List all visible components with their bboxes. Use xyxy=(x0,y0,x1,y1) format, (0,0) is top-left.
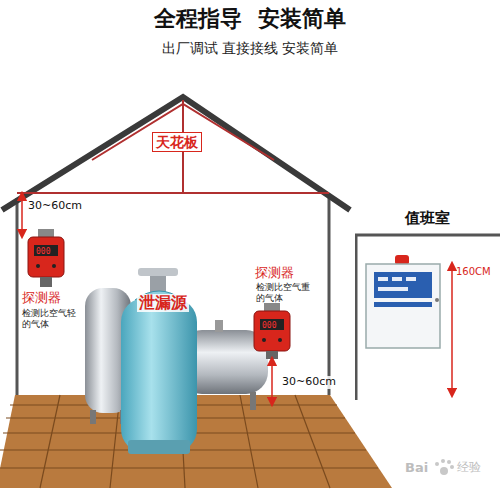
svg-text:000: 000 xyxy=(262,321,277,330)
room-heading: 值班室 xyxy=(355,210,500,227)
watermark: 经验 xyxy=(457,461,481,475)
subtitle: 出厂调试 直接接线 安装简单 xyxy=(0,40,500,56)
dimension-label: 30~60cm xyxy=(28,200,82,213)
detector-note: 检测比空气轻的气体 xyxy=(22,308,78,331)
watermark-logo xyxy=(435,459,454,475)
room-outline xyxy=(355,210,500,400)
dimension-arrow xyxy=(451,266,453,393)
title: 全程指导 安装简单 xyxy=(0,6,500,31)
alarm-controller xyxy=(366,255,440,348)
attic-frame xyxy=(17,100,329,193)
leak-source-label: 泄漏源 xyxy=(137,294,189,312)
roof xyxy=(2,97,350,210)
detector-label: 探测器 xyxy=(22,291,61,306)
ceiling-label: 天花板 xyxy=(152,132,202,152)
duty-room: 值班室 xyxy=(355,210,500,400)
dimension-arrow xyxy=(21,196,23,234)
watermark: Bai xyxy=(405,461,428,476)
dimension-arrow xyxy=(271,361,273,402)
svg-text:000: 000 xyxy=(36,247,51,256)
gas-cylinder xyxy=(121,268,197,454)
height-label: 160CM xyxy=(456,266,491,278)
gas-detector: 000 xyxy=(28,229,64,287)
detector-note: 检测比空气重的气体 xyxy=(256,282,316,305)
gas-detector: 000 xyxy=(254,303,290,359)
detector-label: 探测器 xyxy=(255,266,294,281)
dimension-label: 30~60cm xyxy=(280,376,338,389)
